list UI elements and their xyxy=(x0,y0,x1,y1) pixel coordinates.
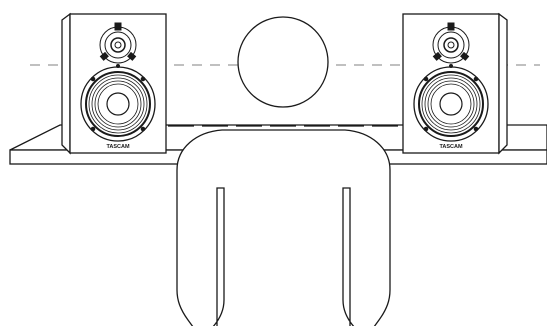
left-speaker: TASCAM xyxy=(61,12,167,155)
right-woofer xyxy=(413,64,489,142)
listener-person-icon xyxy=(176,16,391,326)
right-speaker-brand: TASCAM xyxy=(439,144,463,150)
left-woofer xyxy=(80,64,156,142)
left-tweeter xyxy=(99,22,137,64)
right-speaker: TASCAM xyxy=(402,12,508,155)
left-speaker-brand: TASCAM xyxy=(106,144,130,150)
right-tweeter xyxy=(432,22,470,64)
